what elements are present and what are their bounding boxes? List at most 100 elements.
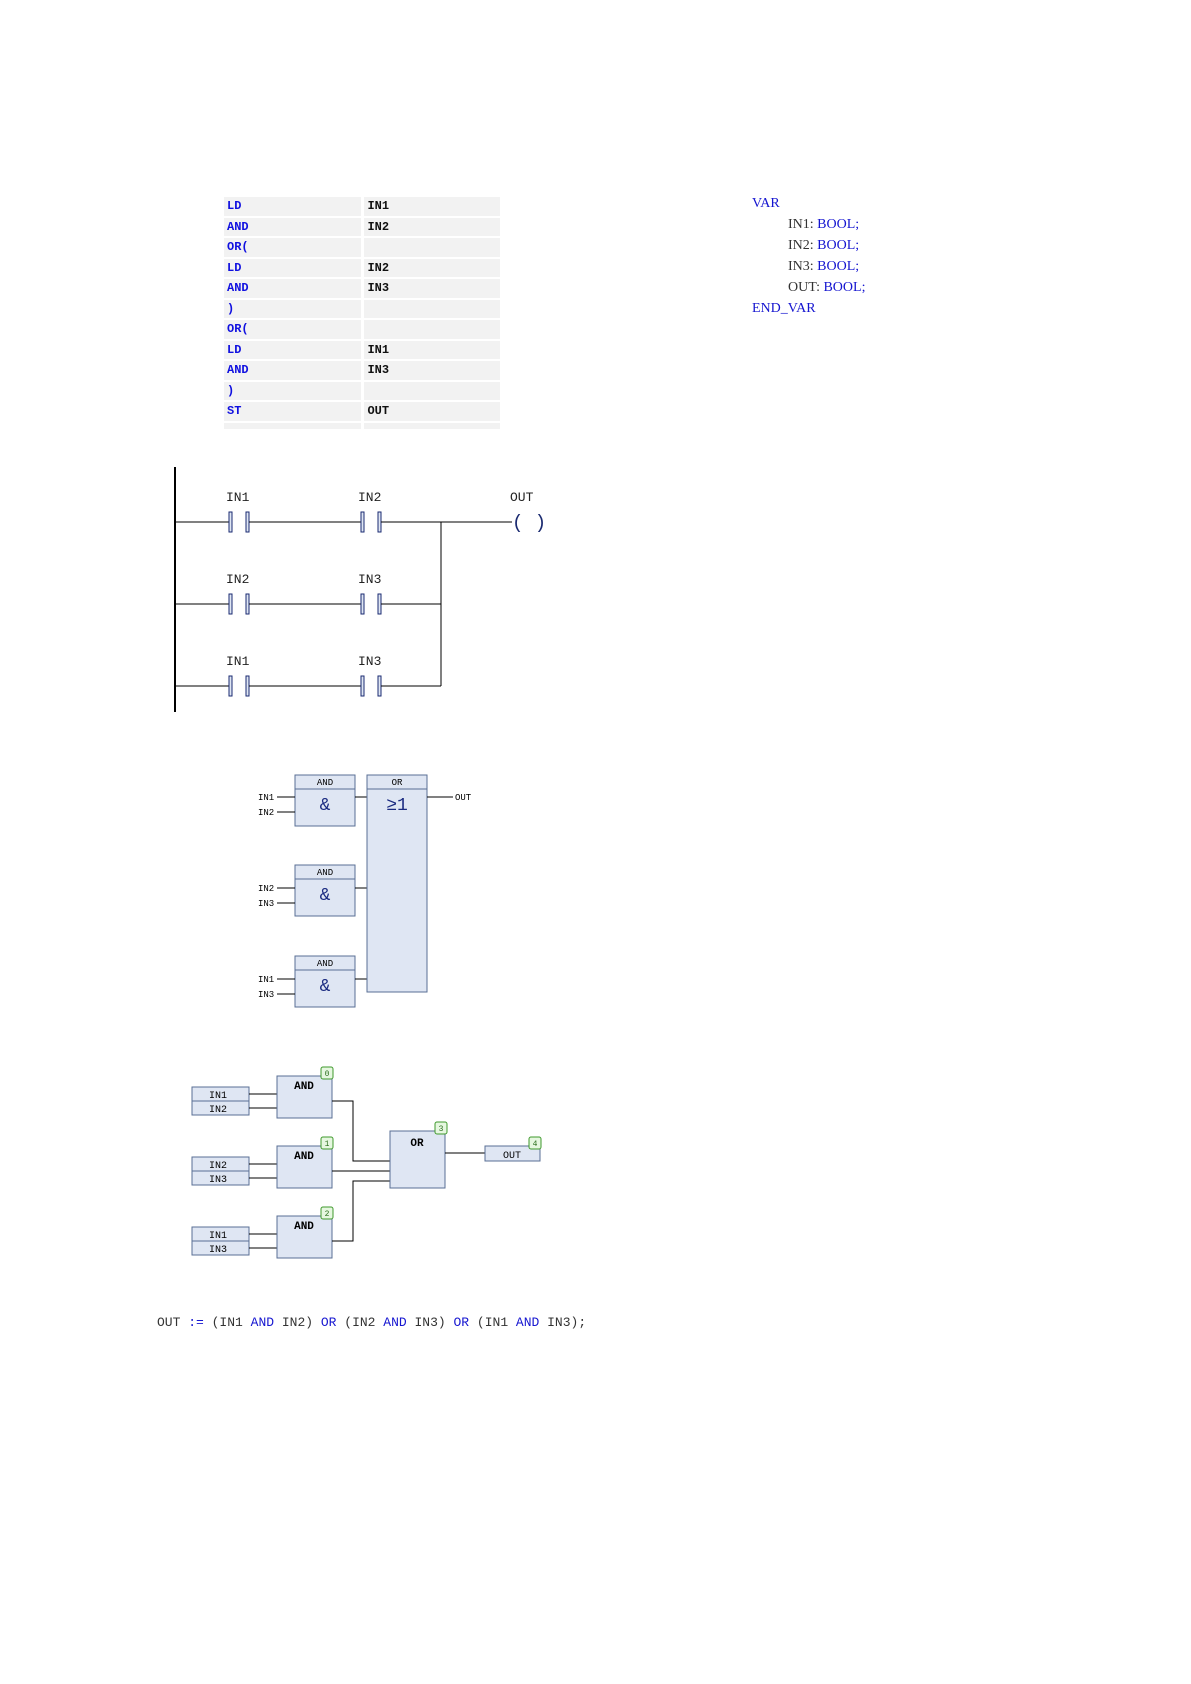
il-op: ST	[224, 402, 362, 423]
and-block	[276, 1145, 333, 1189]
st-token: OUT	[157, 1315, 189, 1330]
il-op: )	[224, 381, 362, 402]
st-keyword: AND	[383, 1315, 407, 1330]
contact-label: IN3	[358, 654, 381, 669]
input-label: IN3	[258, 899, 274, 909]
contact	[228, 511, 250, 533]
or-block: OR ≥1	[366, 774, 428, 993]
wire	[332, 1180, 390, 1242]
structured-text-line: OUT := (IN1 AND IN2) OR (IN2 AND IN3) OR…	[157, 1315, 586, 1330]
var-declarations: VAR IN1: BOOL; IN2: BOOL; IN3: BOOL; OUT…	[752, 193, 865, 319]
il-op: AND	[224, 279, 362, 300]
coil-label: OUT	[510, 490, 534, 505]
st-keyword: AND	[250, 1315, 275, 1330]
input-label: IN1	[258, 793, 274, 803]
il-row: )	[224, 381, 500, 402]
il-row	[224, 422, 500, 444]
var-name: OUT:	[788, 280, 820, 295]
contact-label: IN2	[358, 490, 381, 505]
end-var-keyword: END_VAR	[752, 301, 816, 316]
order-badge	[320, 1206, 334, 1220]
order-badge	[320, 1066, 334, 1080]
il-op: OR(	[224, 320, 362, 341]
contact	[360, 593, 382, 615]
var-keyword: VAR	[752, 196, 780, 211]
il-arg: IN1	[364, 197, 500, 218]
var-decl: IN1: BOOL;	[752, 214, 865, 235]
block-label: OR	[410, 1138, 424, 1150]
var-name: IN1:	[788, 217, 814, 232]
coil: ( )	[512, 512, 546, 534]
il-op: LD	[224, 340, 362, 361]
block-symbol: &	[320, 886, 331, 906]
output-label: OUT	[503, 1151, 521, 1162]
input-label: IN3	[209, 1245, 227, 1256]
input-label: IN3	[258, 990, 274, 1000]
input-label: IN3	[209, 1175, 227, 1186]
il-arg	[364, 381, 500, 402]
order-number: 0	[325, 1070, 330, 1079]
il-op: LD	[224, 258, 362, 279]
il-arg	[364, 320, 500, 341]
input-label: IN2	[209, 1161, 227, 1172]
order-number: 1	[325, 1140, 330, 1149]
il-arg	[364, 422, 500, 431]
or-block	[389, 1130, 446, 1189]
contact-label: IN2	[226, 572, 249, 587]
input-label: IN1	[209, 1091, 227, 1102]
and-block: AND &	[294, 864, 356, 917]
il-arg	[364, 238, 500, 259]
var-decl: IN3: BOOL;	[752, 256, 865, 277]
contact-label: IN1	[226, 654, 250, 669]
contact	[228, 675, 250, 697]
contact-label: IN1	[226, 490, 250, 505]
il-op: LD	[224, 197, 362, 218]
il-arg: IN2	[364, 258, 500, 279]
block-label: AND	[294, 1221, 314, 1233]
il-row: OR(	[224, 320, 500, 341]
block-symbol: &	[320, 796, 331, 816]
fbd-diagram: AND & IN1 IN2 AND & IN2 IN3 AND & IN1 IN…	[258, 774, 472, 1008]
input-label: IN1	[258, 975, 274, 985]
output-label: OUT	[455, 793, 472, 803]
block-symbol: &	[320, 977, 331, 997]
il-arg: IN3	[364, 279, 500, 300]
il-op: AND	[224, 217, 362, 238]
contact	[360, 511, 382, 533]
contact	[228, 593, 250, 615]
var-type: BOOL;	[817, 259, 860, 274]
order-number: 4	[533, 1140, 538, 1149]
order-number: 2	[325, 1210, 330, 1219]
st-token: (IN1	[203, 1315, 251, 1330]
order-badge	[434, 1121, 448, 1135]
il-op	[224, 422, 362, 431]
input-label: IN1	[209, 1231, 227, 1242]
var-type: BOOL;	[817, 217, 860, 232]
st-keyword: :=	[188, 1315, 204, 1330]
input-label: IN2	[209, 1105, 227, 1116]
il-arg: OUT	[364, 402, 500, 423]
block-label: AND	[294, 1081, 314, 1093]
contact-label: IN3	[358, 572, 381, 587]
cfc-diagram: IN1 IN2 AND 0 IN2 IN3 AND 1 IN1 IN3 AND …	[191, 1066, 542, 1259]
var-type: BOOL;	[817, 238, 860, 253]
order-badge	[320, 1136, 334, 1150]
block-name: AND	[317, 868, 333, 878]
output-box	[484, 1145, 541, 1162]
st-token: (IN2	[336, 1315, 384, 1330]
ladder-diagram: ( ) IN1 IN2 OUT IN2 IN3 IN1 IN3	[174, 467, 546, 712]
contact	[360, 675, 382, 697]
var-name: IN2:	[788, 238, 814, 253]
il-op: OR(	[224, 238, 362, 259]
il-arg: IN2	[364, 217, 500, 238]
and-block: AND &	[294, 774, 356, 827]
var-name: IN3:	[788, 259, 814, 274]
order-number: 3	[439, 1125, 444, 1134]
